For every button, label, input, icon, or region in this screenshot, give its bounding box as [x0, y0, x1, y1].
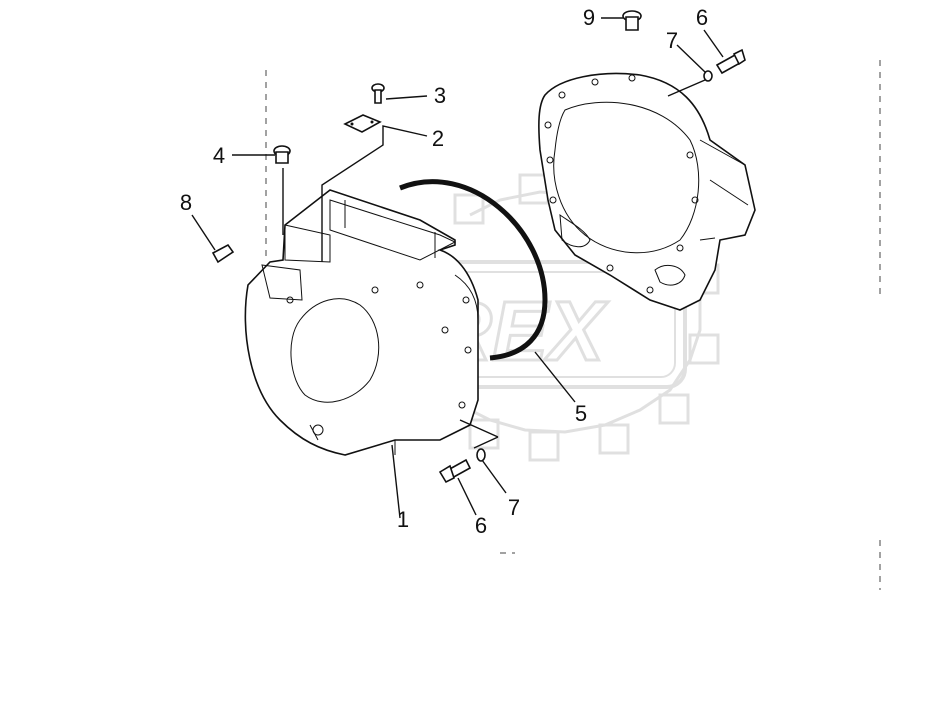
bolt-6-lower [438, 458, 472, 484]
flywheel-housing-rear [538, 72, 756, 311]
flywheel-housing [244, 189, 479, 456]
cover-plate [343, 114, 382, 133]
callout-7-lower: 7 [508, 495, 520, 520]
callout-1: 1 [397, 507, 409, 532]
washer-7-upper [703, 70, 713, 82]
callout-7-upper: 7 [666, 28, 678, 53]
callout-9: 9 [583, 5, 595, 30]
bolt-6-upper [715, 48, 746, 75]
callout-4: 4 [213, 143, 225, 168]
callout-8: 8 [180, 190, 192, 215]
callout-3: 3 [434, 83, 446, 108]
callout-6-lower: 6 [475, 513, 487, 538]
plug-9 [622, 10, 642, 31]
o-ring [399, 179, 548, 361]
callout-labels: 1 2 3 4 5 6 6 7 7 8 9 [180, 5, 708, 538]
callout-6-upper: 6 [696, 5, 708, 30]
washer-7-lower [476, 448, 486, 462]
plug-4 [273, 145, 291, 164]
screw-3 [371, 83, 385, 104]
callout-5: 5 [575, 401, 587, 426]
alignment-lines [265, 60, 881, 590]
dowel-pin-8 [211, 243, 235, 264]
callout-2: 2 [432, 126, 444, 151]
leader-lines [191, 17, 724, 519]
